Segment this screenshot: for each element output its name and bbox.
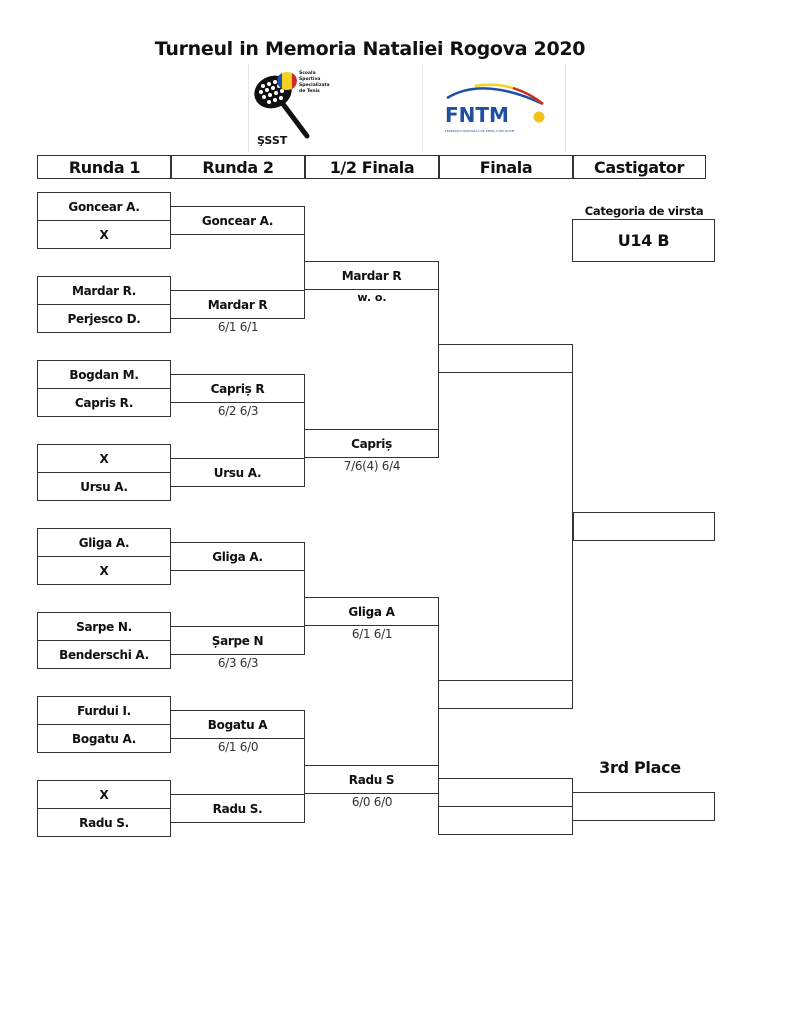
round1-player-cell[interactable]: X xyxy=(37,444,171,473)
tournament-title: Turneul in Memoria Nataliei Rogova 2020 xyxy=(154,38,586,60)
semifinal-score: w. o. xyxy=(357,291,387,304)
column-header-runda-2: Runda 2 xyxy=(170,155,306,179)
round2-winner-cell[interactable]: Goncear A. xyxy=(171,206,305,235)
round1-player-cell[interactable]: Goncear A. xyxy=(37,192,171,221)
round1-player-cell[interactable]: Perjesco D. xyxy=(37,304,171,333)
bracket-connector xyxy=(304,388,305,486)
round1-player-cell[interactable]: Bogatu A. xyxy=(37,724,171,753)
svg-text:FNTM: FNTM xyxy=(445,103,509,127)
champion-cell[interactable] xyxy=(573,512,715,541)
semifinal-winner-cell[interactable]: Capriș xyxy=(305,429,439,458)
svg-text:FEDERAȚIA NAȚIONALĂ DE TENIS A: FEDERAȚIA NAȚIONALĂ DE TENIS A MOLDOVEI xyxy=(445,128,515,133)
bracket-connector xyxy=(304,556,305,654)
semifinal-score: 7/6(4) 6/4 xyxy=(343,459,401,473)
column-header-winner: Castigator xyxy=(572,155,706,179)
svg-text:de Tenis: de Tenis xyxy=(299,88,320,94)
category-label: Categoria de virsta xyxy=(584,204,704,218)
bracket-connector xyxy=(304,724,305,822)
round1-player-cell[interactable]: Radu S. xyxy=(37,808,171,837)
round2-winner-cell[interactable]: Gliga A. xyxy=(171,542,305,571)
fntm-logo: FNTM FEDERAȚIA NAȚIONALĂ DE TENIS A MOLD… xyxy=(445,83,545,133)
tennis-ball-icon xyxy=(533,111,545,123)
bracket-connector xyxy=(304,220,305,318)
round2-score: 6/1 6/1 xyxy=(217,320,259,334)
column-header-final: Finala xyxy=(438,155,574,179)
round2-winner-cell[interactable]: Capriș R xyxy=(171,374,305,403)
column-header-runda-1: Runda 1 xyxy=(37,155,172,179)
round2-winner-cell[interactable]: Radu S. xyxy=(171,794,305,823)
round2-winner-cell[interactable]: Șarpe N xyxy=(171,626,305,655)
round1-player-cell[interactable]: Mardar R. xyxy=(37,276,171,305)
final-player-cell[interactable] xyxy=(439,344,573,373)
round2-score: 6/1 6/0 xyxy=(217,740,259,754)
bracket-connector xyxy=(572,358,573,695)
svg-text:Scoala: Scoala xyxy=(299,70,316,76)
round2-winner-cell[interactable]: Bogatu A xyxy=(171,710,305,739)
round1-player-cell[interactable]: Capris R. xyxy=(37,388,171,417)
svg-text:ŞSST: ŞSST xyxy=(257,134,288,147)
fntm-logo-frame: FNTM FEDERAȚIA NAȚIONALĂ DE TENIS A MOLD… xyxy=(422,64,566,152)
round1-player-cell[interactable]: X xyxy=(37,220,171,249)
round1-player-cell[interactable]: X xyxy=(37,780,171,809)
semifinal-winner-cell[interactable]: Gliga A xyxy=(305,597,439,626)
third-place-player-cell[interactable] xyxy=(438,806,573,835)
round1-player-cell[interactable]: Sarpe N. xyxy=(37,612,171,641)
round1-player-cell[interactable]: X xyxy=(37,556,171,585)
flag-ball-icon xyxy=(277,72,297,90)
third-place-winner-cell[interactable] xyxy=(573,792,715,821)
round2-winner-cell[interactable]: Ursu A. xyxy=(171,458,305,487)
round1-player-cell[interactable]: Furdui I. xyxy=(37,696,171,725)
round1-player-cell[interactable]: Gliga A. xyxy=(37,528,171,557)
round2-winner-cell[interactable]: Mardar R xyxy=(171,290,305,319)
third-place-player-cell[interactable] xyxy=(438,778,573,807)
round1-player-cell[interactable]: Bogdan M. xyxy=(37,360,171,389)
round2-score: 6/3 6/3 xyxy=(217,656,259,670)
svg-text:Sportiva: Sportiva xyxy=(299,76,320,82)
final-player-cell[interactable] xyxy=(439,680,573,709)
semifinal-score: 6/0 6/0 xyxy=(351,795,393,809)
column-header-semifinal: 1/2 Finala xyxy=(304,155,440,179)
round1-player-cell[interactable]: Benderschi A. xyxy=(37,640,171,669)
semifinal-winner-cell[interactable]: Radu S xyxy=(305,765,439,794)
third-place-label: 3rd Place xyxy=(599,758,681,777)
category-value: U14 B xyxy=(572,219,715,262)
bracket-connector xyxy=(438,597,439,779)
semifinal-score: 6/1 6/1 xyxy=(351,627,393,641)
round2-score: 6/2 6/3 xyxy=(217,404,259,418)
round1-player-cell[interactable]: Ursu A. xyxy=(37,472,171,501)
semifinal-winner-cell[interactable]: Mardar R xyxy=(305,261,439,290)
bracket-connector xyxy=(438,261,439,443)
svg-text:Specializata: Specializata xyxy=(299,82,330,88)
